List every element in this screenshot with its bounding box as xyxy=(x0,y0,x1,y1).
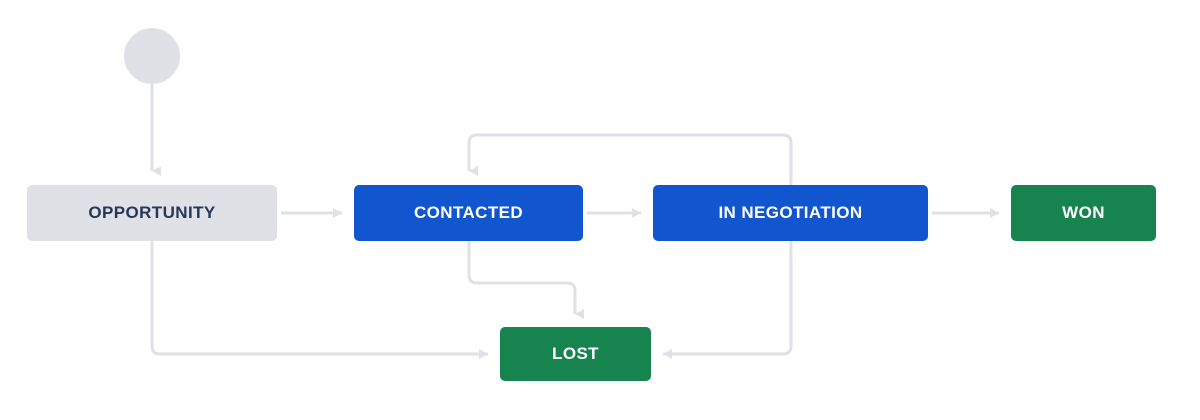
edge-in-negotiation-to-lost xyxy=(663,241,793,359)
node-opportunity[interactable]: OPPORTUNITY xyxy=(27,185,277,241)
node-in-negotiation[interactable]: IN NEGOTIATION xyxy=(653,185,928,241)
node-contacted[interactable]: CONTACTED xyxy=(354,185,583,241)
edge-opportunity-to-lost xyxy=(150,241,488,359)
node-lost[interactable]: LOST xyxy=(500,327,651,381)
node-label-lost: LOST xyxy=(552,344,599,363)
node-label-contacted: CONTACTED xyxy=(413,203,524,222)
edge-in-negotiation-to-contacted xyxy=(467,133,793,185)
node-label-won: WON xyxy=(1062,203,1105,222)
start-circle[interactable] xyxy=(124,28,180,84)
node-label-in-negotiation: IN NEGOTIATION xyxy=(718,203,863,222)
node-won[interactable]: WON xyxy=(1011,185,1156,241)
node-label-opportunity: OPPORTUNITY xyxy=(88,203,216,222)
edge-contacted-to-lost xyxy=(467,241,584,319)
